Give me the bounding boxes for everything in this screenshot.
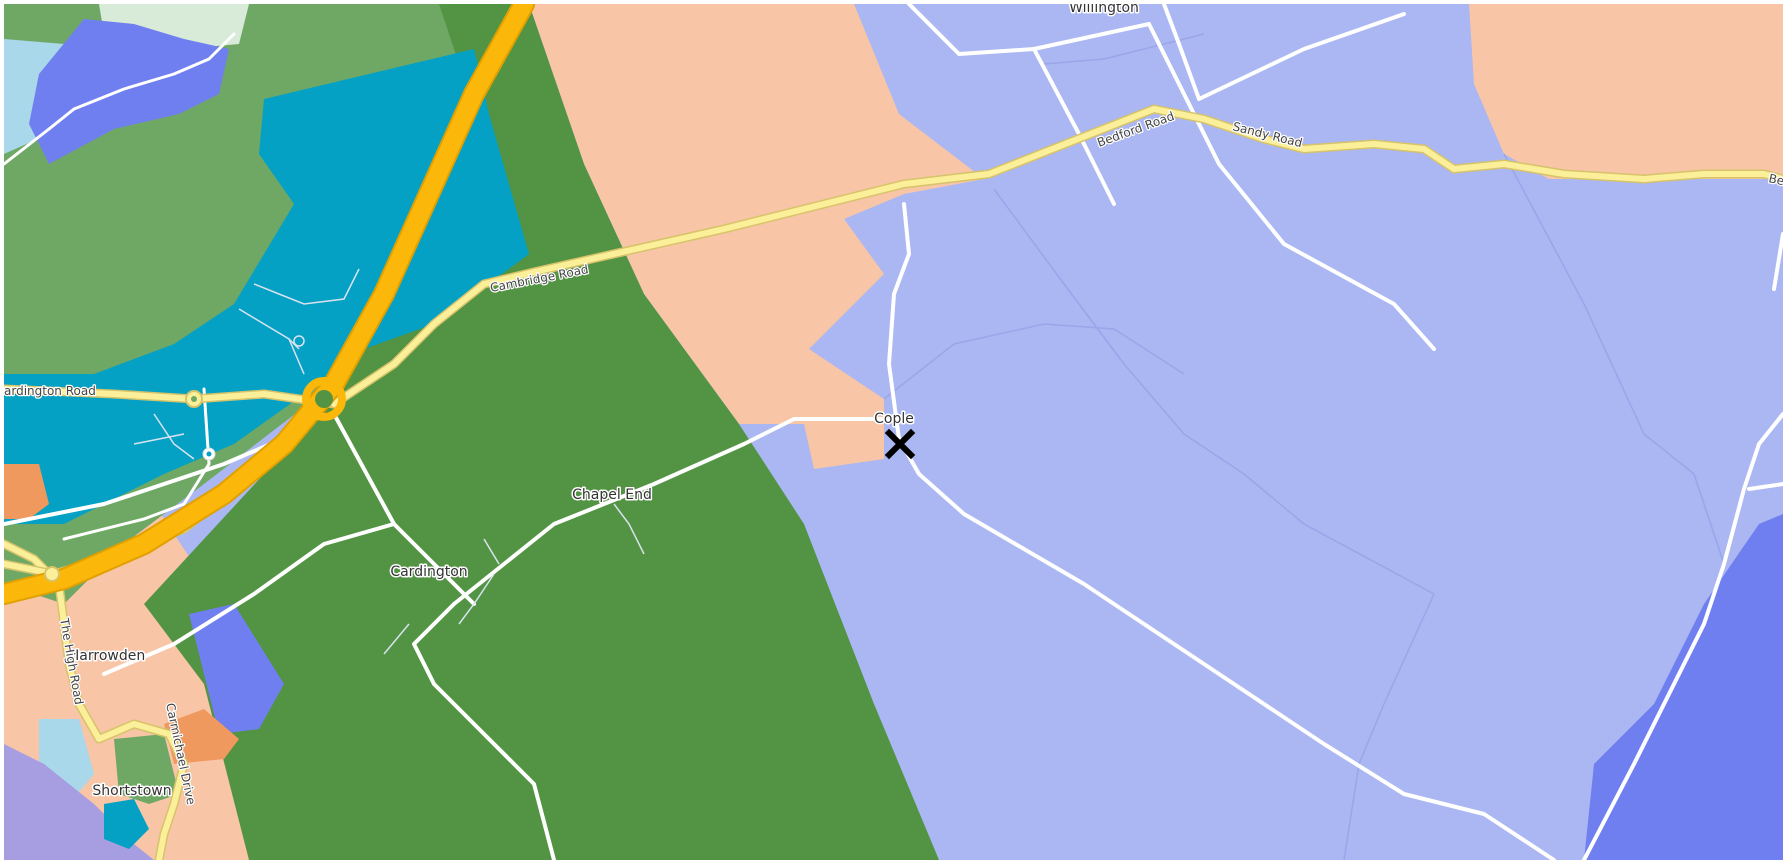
roundabout-centre: [315, 390, 333, 408]
place-label-cople: Cople: [874, 411, 914, 427]
place-label-harrowden: Harrowden: [69, 648, 145, 664]
roundabouts: [44, 335, 346, 582]
dark-green-area-diagonal: [144, 4, 939, 860]
road-label-cardington-road: ardington Road: [4, 384, 96, 398]
roundabout-white-centre: [206, 451, 212, 457]
orange-area-left: [4, 464, 49, 519]
peach-area-top-right: [1469, 4, 1783, 179]
place-label-willington: Willington: [1069, 4, 1139, 16]
green-area-shortstown: [114, 734, 179, 804]
roundabout-estate: [293, 335, 305, 347]
roundabout-junction: [302, 377, 346, 421]
place-label-cardington: Cardington: [390, 564, 467, 580]
orange-area-carmichael: [164, 709, 239, 764]
minor-roads: [4, 4, 1783, 860]
cross-marker-icon[interactable]: [884, 428, 916, 460]
map-canvas[interactable]: Willington Cople Chapel End Cardington H…: [4, 4, 1783, 860]
map-view[interactable]: Willington Cople Chapel End Cardington H…: [4, 4, 1783, 860]
area-boundaries: [883, 33, 1725, 860]
teal-area-small: [104, 799, 149, 849]
roundabout-small-centre: [191, 396, 197, 402]
estate-roads: [133, 268, 645, 655]
peach-area-central: [529, 4, 984, 469]
place-label-shortstown: Shortstown: [92, 783, 171, 799]
place-label-chapel-end: Chapel End: [572, 487, 652, 503]
dark-blue-area-lower-left: [189, 604, 284, 734]
dark-blue-area-top-left: [29, 19, 229, 164]
roundabout-left: [44, 566, 60, 582]
teal-area: [4, 49, 529, 524]
road-label-edge: Be: [1767, 171, 1783, 188]
dark-blue-area-bottom-right: [1584, 514, 1783, 860]
